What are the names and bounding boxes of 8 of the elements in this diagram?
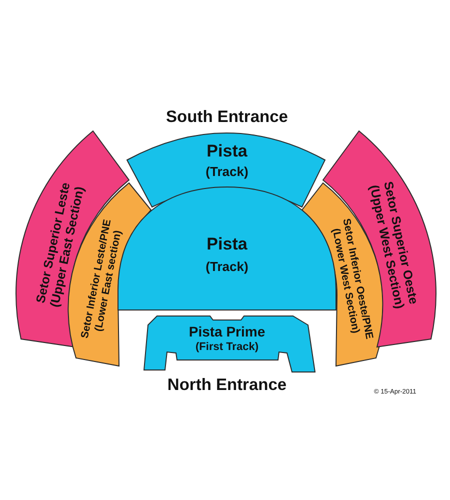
english-name: (Track) <box>206 164 248 180</box>
section-name: Pista <box>206 236 248 254</box>
english-name: (First Track) <box>196 340 258 353</box>
section-name: Pista <box>206 142 248 162</box>
english-name: (Track) <box>206 260 248 274</box>
entrance-label: South Entrance <box>166 108 288 126</box>
section-name: Pista Prime <box>188 324 266 340</box>
entrance-label: North Entrance <box>167 376 287 394</box>
